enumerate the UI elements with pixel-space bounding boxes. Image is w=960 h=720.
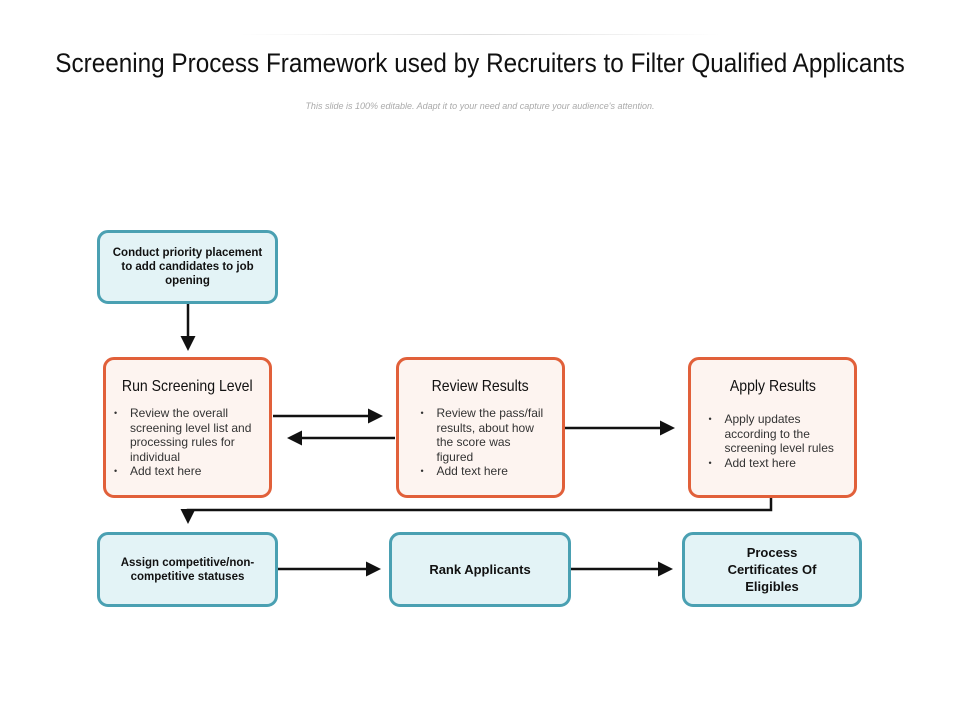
bullet: Review the pass/fail results, about how … (421, 406, 549, 464)
elbow-arrow (180, 497, 773, 524)
rank-applicants-box: Rank Applicants (389, 532, 571, 607)
step-review-results: Review Results Review the pass/fail resu… (396, 357, 565, 498)
box-text: Conduct priority placement to add candid… (112, 247, 263, 287)
step-title: Review Results (431, 378, 530, 395)
step-title: Run Screening Level (122, 378, 253, 395)
step-apply-results: Apply Results Apply updates according to… (688, 357, 857, 498)
box-text: Process Certificates Of Eligibles (727, 545, 817, 594)
box-text: Rank Applicants (429, 562, 531, 577)
process-certificates-box: Process Certificates Of Eligibles (682, 532, 862, 607)
step-run-screening: Run Screening Level Review the overall s… (103, 357, 272, 498)
slide-subtitle: This slide is 100% editable. Adapt it to… (305, 101, 655, 111)
bullet: Add text here (114, 464, 269, 479)
bullet: Add text here (709, 456, 845, 471)
priority-placement-box: Conduct priority placement to add candid… (97, 230, 278, 304)
divider (240, 34, 720, 35)
bullet: Add text here (421, 464, 549, 479)
step-title: Apply Results (729, 378, 816, 395)
bullet: Apply updates according to the screening… (709, 412, 845, 456)
box-text: Assign competitive/non-competitive statu… (120, 556, 255, 583)
assign-status-box: Assign competitive/non-competitive statu… (97, 532, 278, 607)
slide-title: Screening Process Framework used by Recr… (55, 48, 905, 78)
bullet: Review the overall screening level list … (114, 406, 269, 464)
